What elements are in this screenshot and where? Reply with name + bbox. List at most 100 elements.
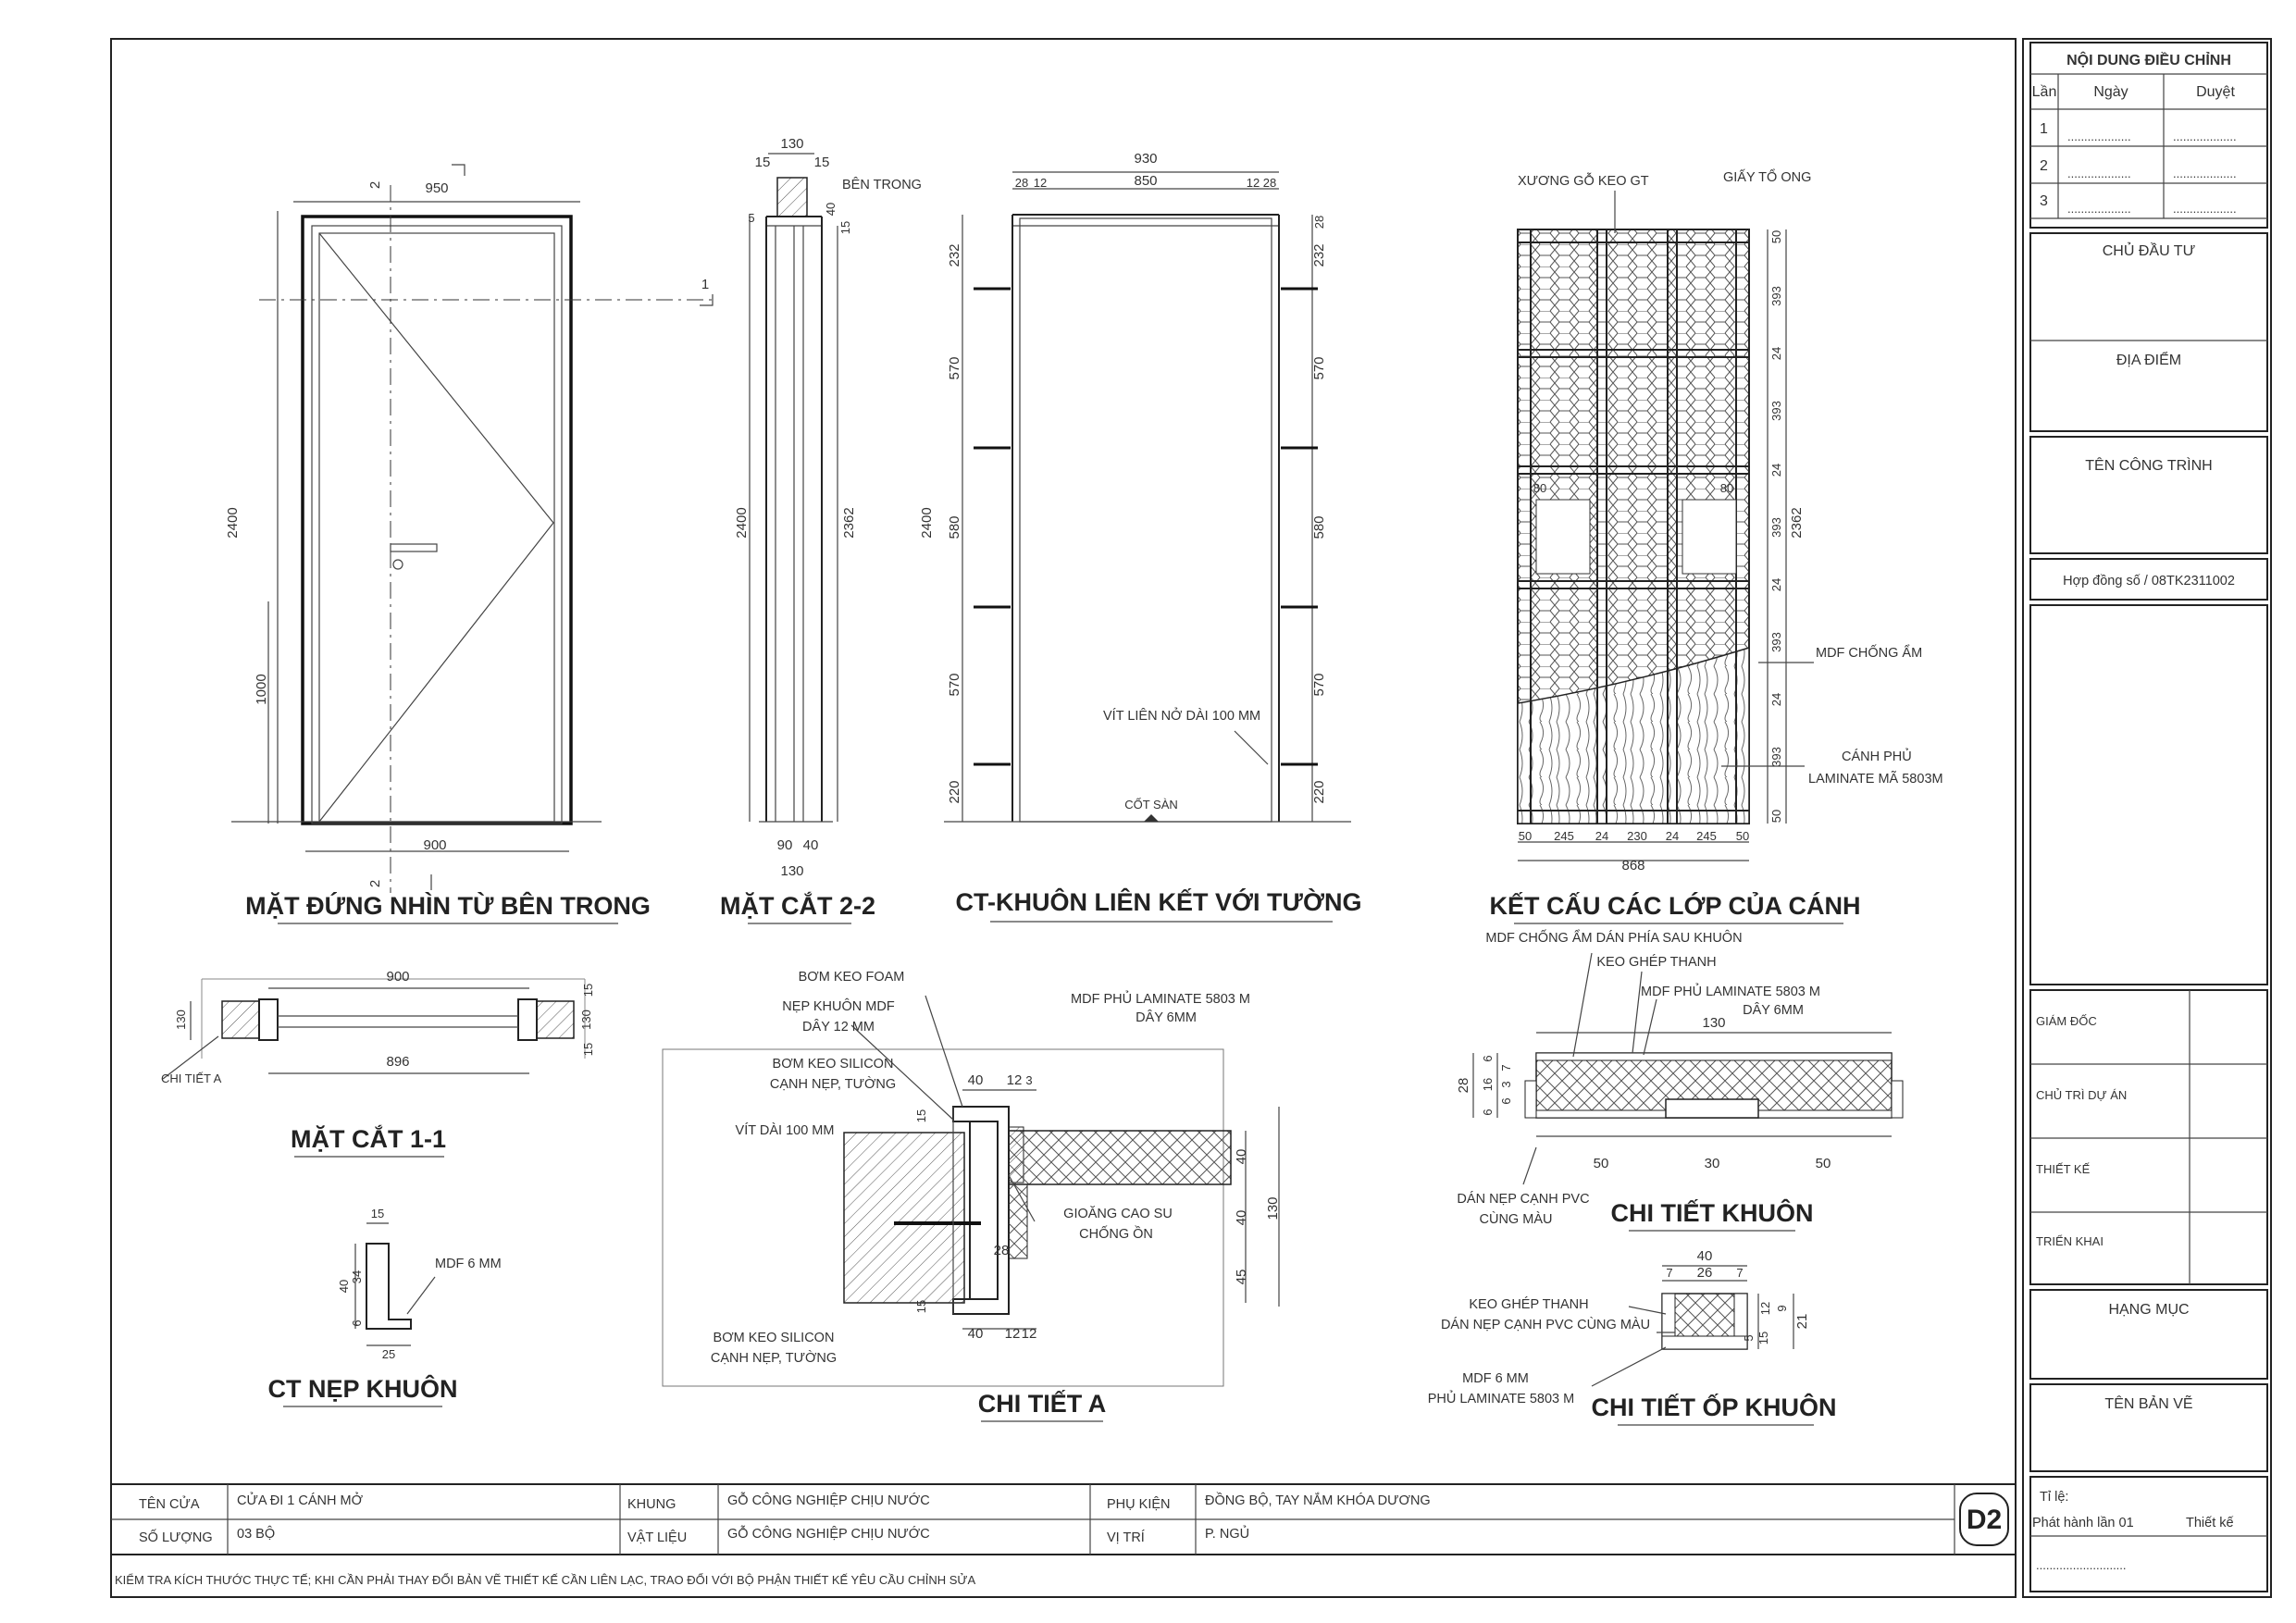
ll-r-24c: 24: [1769, 578, 1783, 591]
door-code: D2: [1967, 1505, 2002, 1535]
ll-inner-80a: 80: [1533, 481, 1546, 495]
trim-title: CT NẸP KHUÔN: [267, 1374, 457, 1403]
investor-label: CHỦ ĐẦU TƯ: [2103, 242, 2195, 259]
sec22-label-inside: BÊN TRONG: [842, 177, 922, 192]
rev-row-3-a: ...................: [2173, 202, 2237, 216]
fw-note-floor: CỐT SÀN: [1124, 798, 1178, 812]
elev-section-mark-right: 1: [701, 277, 709, 292]
da-dim-40a: 40: [968, 1072, 984, 1088]
frame-wall-view: [944, 171, 1351, 823]
rev-header-n: Lần: [2032, 84, 2057, 100]
fd-note-3: MDF PHỦ LAMINATE 5803 M: [1641, 983, 1820, 999]
fd-dim-6b: 6: [1481, 1109, 1495, 1115]
ll-r-50a: 50: [1769, 230, 1783, 243]
elev-dim-handle: 1000: [254, 674, 269, 704]
detail-a-title: CHI TIẾT A: [978, 1389, 1107, 1418]
cover-detail-view: [1591, 1265, 1794, 1387]
da-note-4: BƠM KEO SILICON: [773, 1057, 894, 1072]
cd-dim-15: 15: [1756, 1332, 1770, 1344]
ll-r-24a: 24: [1769, 347, 1783, 360]
elevation-title: MẶT ĐỨNG NHÌN TỪ BÊN TRONG: [245, 891, 651, 920]
trim-view: [354, 1222, 436, 1346]
role-director: GIÁM ĐỐC: [2036, 1014, 2097, 1028]
fd-dim-50a: 50: [1594, 1156, 1609, 1171]
cd-dim-26: 26: [1697, 1265, 1713, 1281]
ll-b-245b: 245: [1696, 829, 1717, 843]
sec22-dim-5: 5: [748, 211, 754, 225]
fd-note-4: DÂY 6MM: [1743, 1002, 1804, 1018]
section-1-1-view: [162, 978, 586, 1080]
da-note-6: VÍT DÀI 100 MM: [736, 1122, 835, 1138]
section11-title: MẶT CẮT 1-1: [291, 1124, 446, 1153]
fd-dim-6c: 6: [1499, 1097, 1513, 1104]
rev-row-2-d: ...................: [2067, 167, 2131, 180]
cd-note-1: KEO GHÉP THANH: [1469, 1296, 1588, 1312]
elev-dim-width-outer: 950: [425, 180, 448, 196]
ll-r-50b: 50: [1769, 810, 1783, 823]
section22-title: MẶT CẮT 2-2: [720, 891, 875, 920]
contract-number: Hợp đồng số / 08TK2311002: [2063, 574, 2235, 588]
sec22-dim-15a: 15: [755, 155, 771, 170]
fd-dim-30: 30: [1705, 1156, 1720, 1171]
ll-b-24a: 24: [1595, 829, 1608, 843]
da-note-1: BƠM KEO FOAM: [799, 970, 905, 985]
cover-detail-title: CHI TIẾT ỐP KHUÔN: [1591, 1392, 1836, 1421]
sec22-dim-90: 90: [777, 837, 793, 853]
da-note-10: CHỐNG ỒN: [1079, 1225, 1153, 1242]
section-2-2-view: [749, 153, 838, 823]
fw-right-232: 232: [1311, 243, 1327, 266]
trim-dim-25: 25: [382, 1347, 395, 1361]
bt-label-qty: SỐ LƯỢNG: [139, 1529, 213, 1545]
ll-r-393d: 393: [1769, 632, 1783, 652]
fd-dim-6a: 6: [1481, 1055, 1495, 1061]
rev-row-1-a: ...................: [2173, 130, 2237, 143]
bt-value-door: CỬA ĐI 1 CÁNH MỞ: [237, 1492, 364, 1508]
footer-dots: ...........................: [2036, 1558, 2127, 1572]
trim-note: MDF 6 MM: [435, 1257, 502, 1271]
elev-section-mark-top: 2: [367, 181, 383, 189]
ll-r-24b: 24: [1769, 464, 1783, 477]
ll-r-24d: 24: [1769, 693, 1783, 706]
role-project-lead: CHỦ TRÌ DỰ ÁN: [2036, 1088, 2127, 1102]
bt-value-material: GỖ CÔNG NGHIỆP CHỊU NƯỚC: [727, 1525, 930, 1542]
elevation-view: [231, 164, 714, 893]
fw-dim-12a: 12: [1034, 176, 1047, 190]
da-note-11: BƠM KEO SILICON: [714, 1331, 835, 1345]
fd-note-5: DÁN NẸP CẠNH PVC: [1457, 1191, 1589, 1207]
bt-value-accessory: ĐỒNG BỘ, TAY NẮM KHÓA DƯƠNG: [1205, 1492, 1431, 1508]
fw-dim-12b: 12: [1247, 176, 1260, 190]
leaf-layers-title: KẾT CẤU CÁC LỚP CỦA CÁNH: [1489, 890, 1860, 920]
fd-note-1: MDF CHỐNG ẨM DÁN PHÍA SAU KHUÔN: [1485, 929, 1742, 946]
rev-row-3-d: ...................: [2067, 202, 2131, 216]
title-block-frame: [2022, 38, 2272, 1598]
fw-dim-28b: 28: [1263, 176, 1276, 190]
elev-section-mark-bottom: 2: [367, 880, 383, 887]
sec22-dim-130b: 130: [780, 863, 803, 879]
fd-dim-3: 3: [1499, 1081, 1513, 1087]
role-design: THIẾT KẾ: [2036, 1162, 2091, 1176]
da-note-3: DÂY 12 MM: [802, 1019, 875, 1035]
role-implementation: TRIỂN KHAI: [2036, 1234, 2104, 1248]
ll-note-laminate-2: LAMINATE MÃ 5803M: [1808, 771, 1943, 787]
ll-b-24b: 24: [1666, 829, 1679, 843]
cd-note-3: MDF 6 MM: [1462, 1371, 1529, 1386]
fw-note-screw: VÍT LIÊN NỞ DÀI 100 MM: [1103, 707, 1260, 724]
s11-dim-130a: 130: [174, 1010, 188, 1030]
cd-dim-9: 9: [1775, 1305, 1789, 1311]
fw-dim-930: 930: [1134, 151, 1157, 167]
da-note-5: CẠNH NẸP, TƯỜNG: [770, 1076, 896, 1092]
da-note-9: GIOĂNG CAO SU: [1063, 1206, 1173, 1221]
sec22-dim-15b: 15: [814, 155, 830, 170]
fw-dim-28a: 28: [1015, 176, 1028, 190]
ll-note-paper: GIẤY TỔ ONG: [1723, 168, 1811, 185]
da-dim-45: 45: [1234, 1270, 1249, 1285]
rev-row-2-n: 2: [2040, 158, 2048, 174]
fw-left-570a: 570: [947, 356, 962, 379]
rev-row-3-n: 3: [2040, 193, 2048, 209]
ll-r-393a: 393: [1769, 286, 1783, 306]
rev-row-2-a: ...................: [2173, 167, 2237, 180]
fd-dim-50b: 50: [1816, 1156, 1831, 1171]
fw-right-580: 580: [1311, 515, 1327, 539]
fw-right-220: 220: [1311, 780, 1327, 803]
